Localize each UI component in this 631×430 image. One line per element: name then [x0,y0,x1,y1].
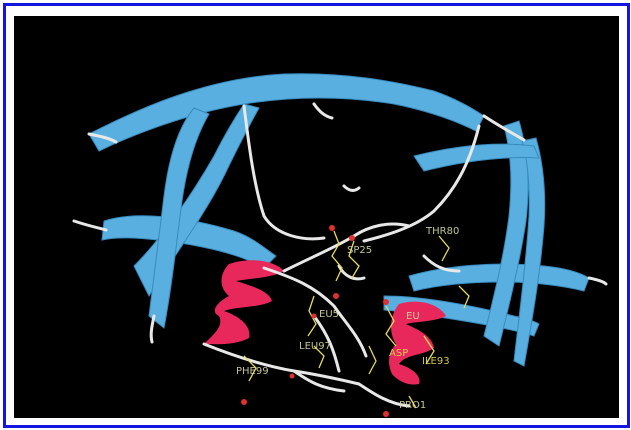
label-leu5: EU5 [319,309,339,320]
beta-sheets [89,74,589,366]
label-asp: ASP [389,348,408,359]
ribbon-diagram: SP25 THR80 EU5 EU LEU97 PHE99 ASP ILE93 … [14,16,619,418]
label-pro1: PRO1 [399,400,426,411]
label-thr80: THR80 [425,226,459,237]
label-leu97: LEU97 [299,341,331,352]
label-leu: EU [406,311,420,322]
protein-structure-render: SP25 THR80 EU5 EU LEU97 PHE99 ASP ILE93 … [14,16,619,418]
label-ile93: ILE93 [422,356,450,367]
image-frame: SP25 THR80 EU5 EU LEU97 PHE99 ASP ILE93 … [3,3,630,428]
label-phe99: PHE99 [236,366,269,377]
label-asp25: SP25 [347,245,372,256]
